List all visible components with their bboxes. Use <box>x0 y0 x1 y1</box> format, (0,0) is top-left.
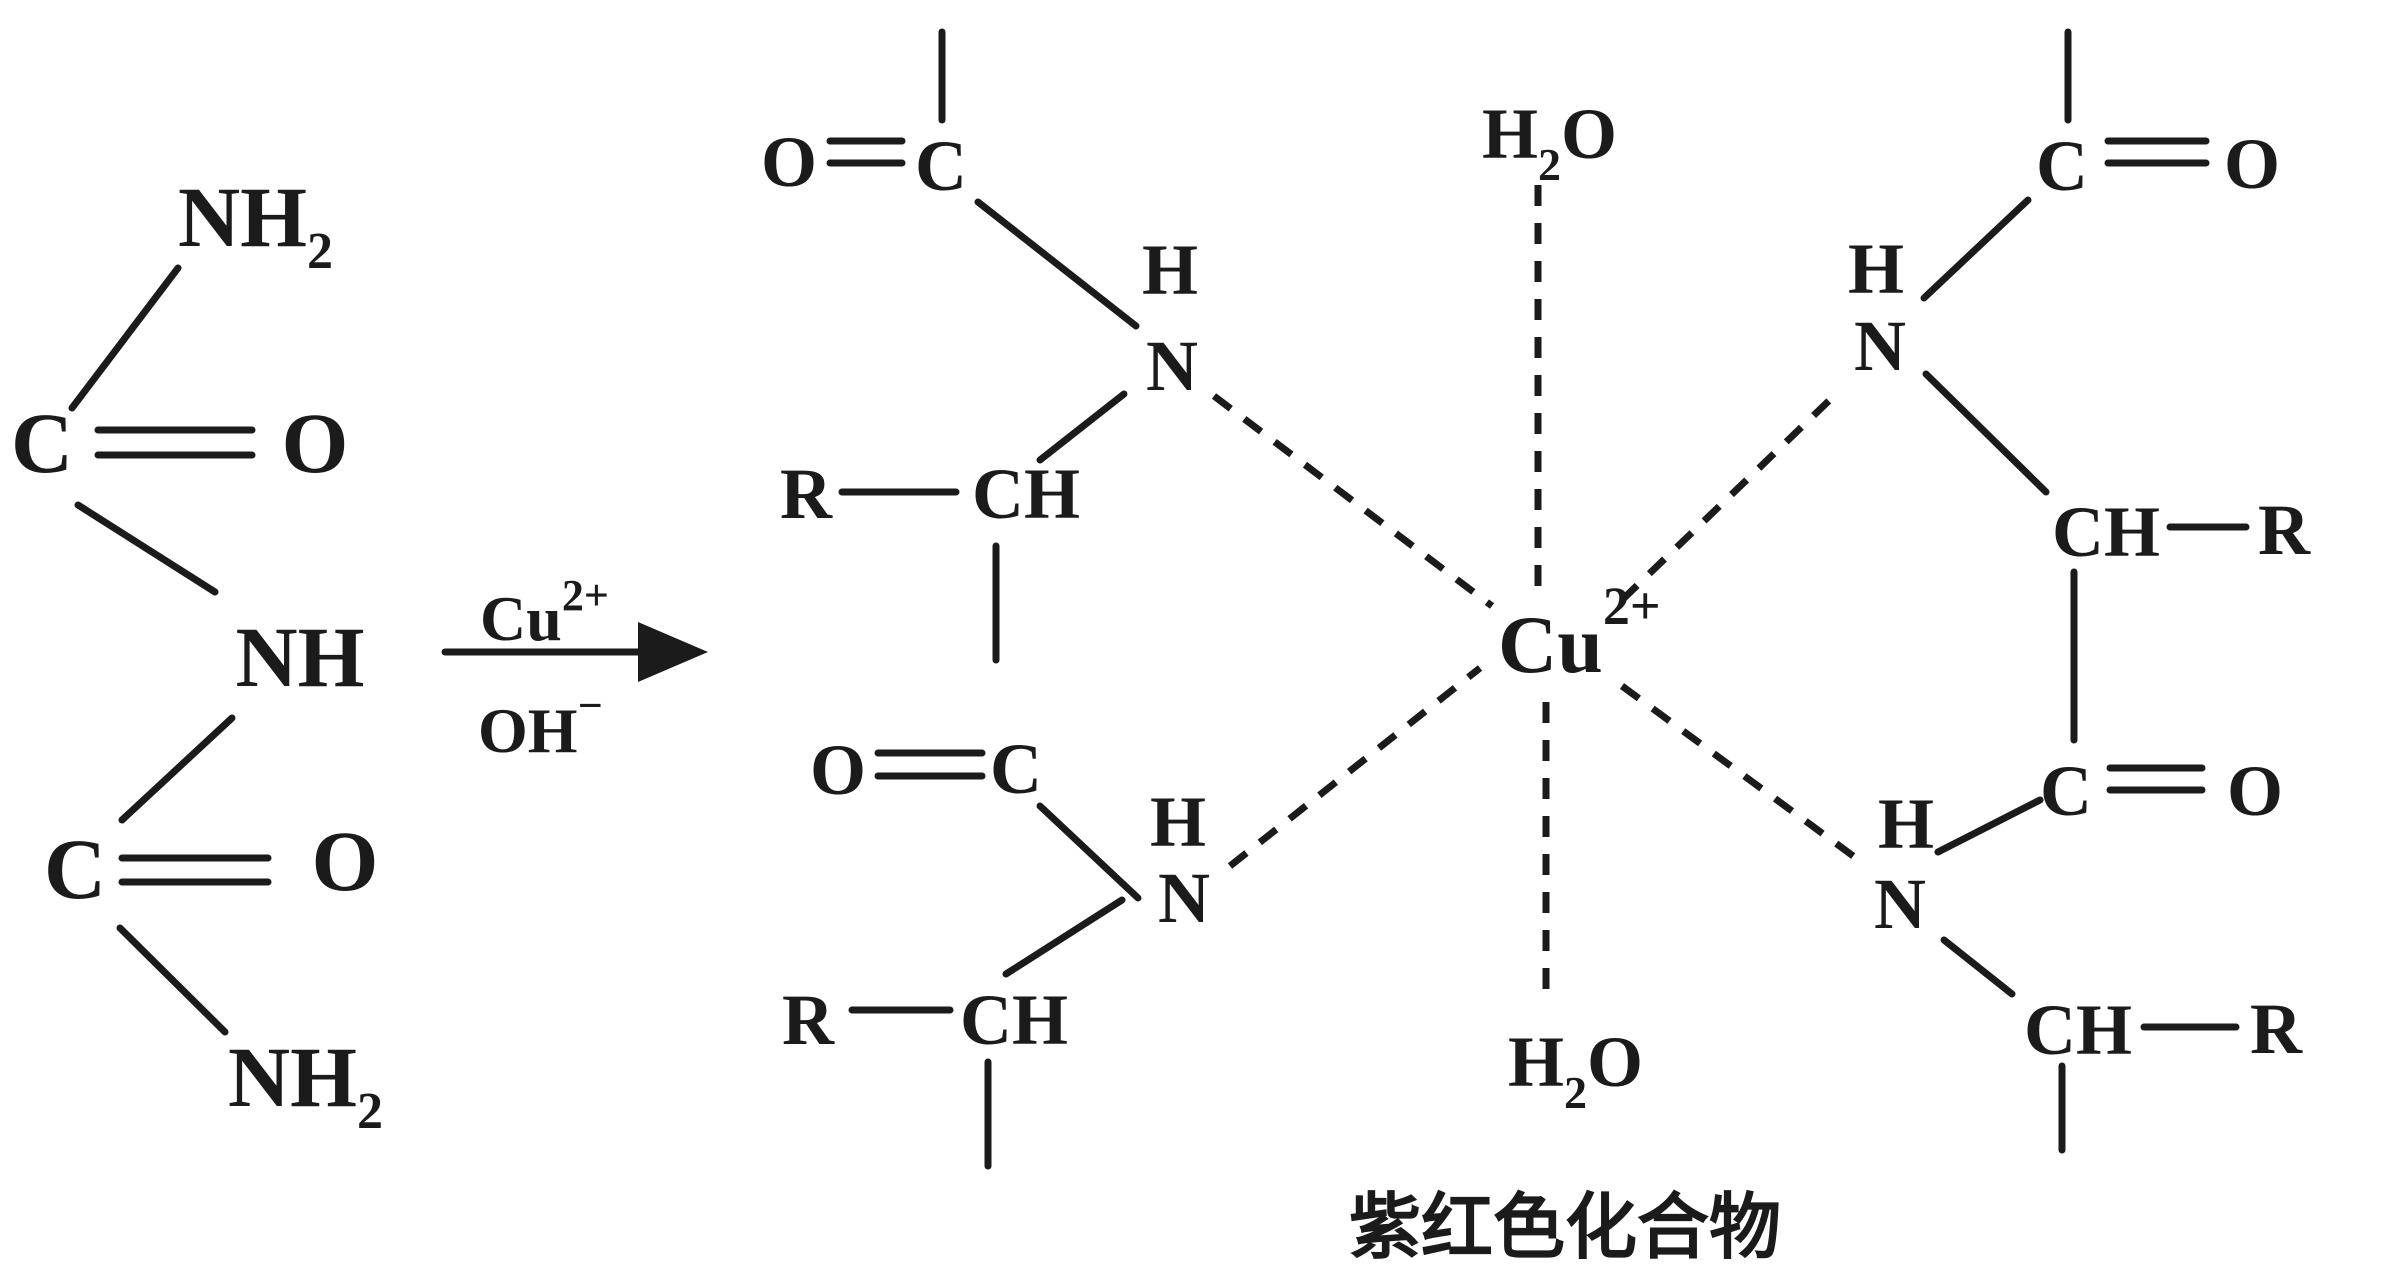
atom-r-group: R <box>780 454 833 534</box>
bond-n-ch <box>1940 936 2016 998</box>
bond-nh-c2 <box>118 714 236 824</box>
bond-c-n <box>1934 796 2044 856</box>
atom-ch: CH <box>960 980 1068 1060</box>
atom-nh: NH <box>236 609 365 705</box>
ligand-h2o-bottom: H2O <box>1508 1022 1643 1118</box>
biuret-structure: NH2 C O NH C O NH2 <box>11 169 383 1140</box>
atom-c1: C <box>11 395 73 491</box>
atom-o1: O <box>282 395 349 491</box>
coord-bond-n-bottomright <box>1619 683 1867 867</box>
peptide-arm-top-left: O C H N R CH <box>761 28 1198 664</box>
atom-h-amide: H <box>1878 784 1934 864</box>
bond-c2-nh2bot <box>116 924 229 1036</box>
bond-c-n <box>974 198 1140 330</box>
atom-c-carbonyl: C <box>2040 751 2092 831</box>
atom-n-amide: N <box>1146 326 1198 406</box>
peptide-arm-top-right: C O H N CH R <box>1848 28 2311 744</box>
bond-c-n <box>1920 196 2032 302</box>
coord-bond-n-topright <box>1619 389 1841 603</box>
atom-nh2-top: NH2 <box>178 169 333 280</box>
bond-n-ch <box>1036 390 1128 464</box>
reaction-arrow: Cu2+ OH− <box>441 571 708 766</box>
atom-ch: CH <box>972 454 1080 534</box>
atom-o-carbonyl: O <box>2224 124 2280 204</box>
atom-ch: CH <box>2052 492 2160 572</box>
atom-n-amide: N <box>1158 858 1210 938</box>
copper-complex: Cu2+ H2O H2O O C H N R CH O <box>761 28 2311 1268</box>
atom-o-carbonyl: O <box>810 730 866 810</box>
atom-r-group: R <box>2258 490 2311 570</box>
atom-c-carbonyl: C <box>990 729 1042 809</box>
atom-o2: O <box>312 813 379 909</box>
atom-o-carbonyl: O <box>761 122 817 202</box>
atom-c-carbonyl: C <box>915 126 967 206</box>
atom-r-group: R <box>2250 989 2303 1069</box>
reagent-label: Cu2+ <box>480 571 609 654</box>
bond-n-ch <box>1002 896 1126 978</box>
atom-n-amide: N <box>1874 864 1926 944</box>
bond-nh2top-c1 <box>68 264 182 412</box>
condition-label: OH− <box>478 681 603 766</box>
atom-nh2-bottom: NH2 <box>228 1029 383 1140</box>
atom-cu-center: Cu2+ <box>1498 576 1661 690</box>
atom-c2: C <box>44 821 106 917</box>
bond-c-n <box>1036 802 1142 902</box>
atom-h-amide: H <box>1142 230 1198 310</box>
bond-n-ch <box>1922 370 2050 496</box>
bond-c1-nh <box>74 501 219 596</box>
atom-ch: CH <box>2024 990 2132 1070</box>
atom-n-amide: N <box>1854 306 1906 386</box>
atom-o-carbonyl: O <box>2227 751 2283 831</box>
atom-h-amide: H <box>1848 229 1904 309</box>
ligand-h2o-top: H2O <box>1482 94 1617 190</box>
atom-h-amide: H <box>1150 782 1206 862</box>
coord-bond-n-bottomleft <box>1227 665 1483 869</box>
peptide-arm-bottom-left: O C H N R CH <box>782 729 1210 1170</box>
arrow-head <box>638 622 708 682</box>
peptide-arm-bottom-right: C O H N CH R <box>1874 751 2303 1154</box>
atom-c-carbonyl: C <box>2036 126 2088 206</box>
caption: 紫红色化合物 <box>1349 1188 1781 1268</box>
coord-bond-n-topleft <box>1211 393 1495 609</box>
atom-r-group: R <box>782 980 835 1060</box>
